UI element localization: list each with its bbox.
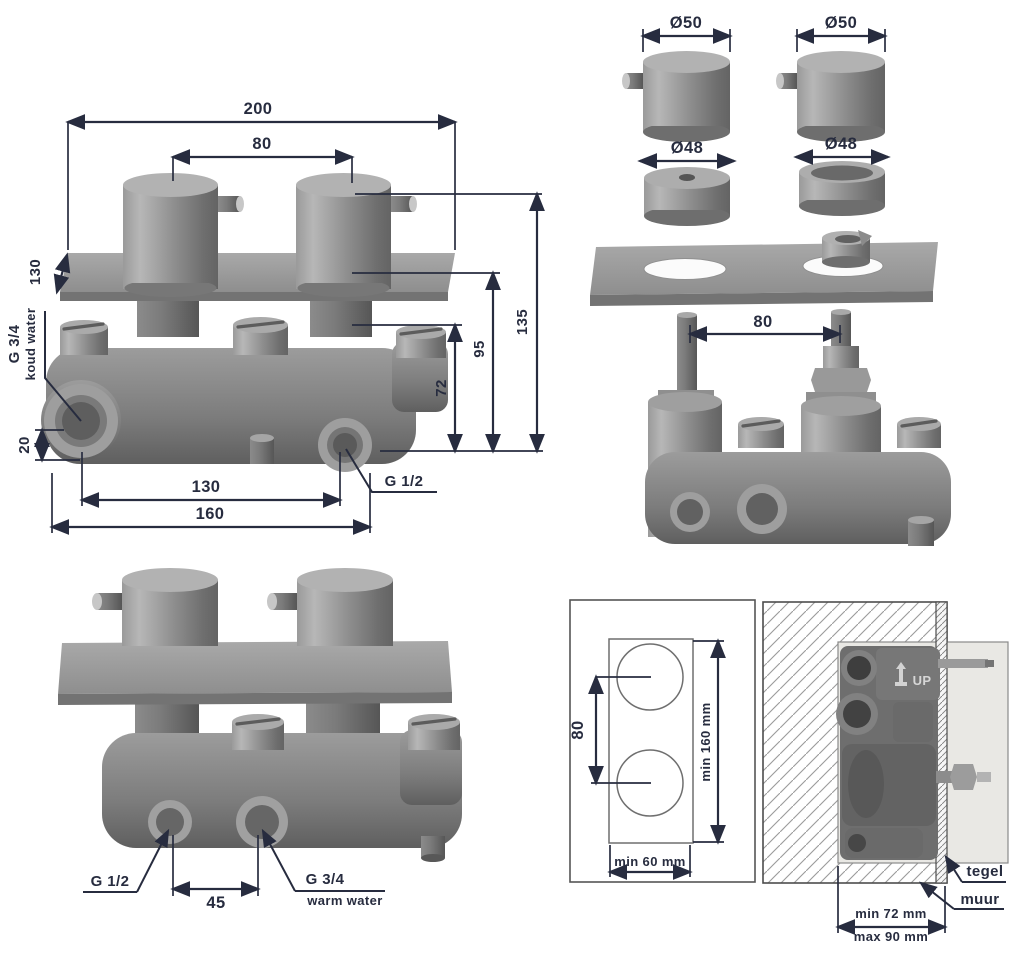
- valve-bolt: [936, 771, 954, 783]
- dim-port-spacing: 45: [206, 894, 225, 912]
- screw-boss: [232, 714, 284, 750]
- dim-plate-height: 95: [471, 340, 488, 358]
- view-exploded: Ø50 Ø50 Ø48: [590, 14, 951, 546]
- label-wall: muur: [960, 891, 999, 908]
- dim-hole-spacing: 80: [569, 720, 587, 739]
- screw-boss: [60, 320, 108, 355]
- view-wall-section: UP tegel muur min 72 mm max 90 mm: [762, 601, 1009, 944]
- handle-pin: [626, 73, 643, 89]
- up-arrow-icon: [895, 662, 907, 686]
- dim-handle1-diameter: Ø50: [670, 14, 702, 32]
- screw-boss: [233, 317, 288, 355]
- handle-pin: [391, 196, 413, 212]
- handle-right: [267, 568, 393, 646]
- dim-depth-max: max 90 mm: [854, 929, 928, 944]
- dim-min-height: min 160 mm: [698, 702, 713, 781]
- handle-pin: [780, 73, 797, 89]
- trim-plate: [58, 641, 452, 705]
- handle-pin: [97, 593, 122, 610]
- exploded-plate: [590, 242, 938, 306]
- inlet-port-warm: [236, 796, 288, 848]
- outlet-port: [318, 418, 372, 472]
- screw-boss: [738, 417, 784, 448]
- dim-total-height: 135: [514, 309, 531, 335]
- template-outer: [569, 599, 756, 883]
- outlet-port: [148, 800, 192, 844]
- handle-left: [92, 568, 218, 646]
- exploded-handle-right: [776, 51, 885, 142]
- screw-boss: [408, 714, 460, 750]
- valve-stem: [938, 659, 988, 668]
- view-assembled-render: G 1/2 45 G 3/4 warm water: [58, 568, 462, 912]
- wall-section-labels: tegel muur min 72 mm max 90 mm: [835, 854, 1006, 944]
- mid-port: [250, 434, 274, 464]
- exploded-valve-body: [645, 309, 951, 546]
- dim-stem-height: 72: [433, 379, 450, 397]
- dim-port-drop: 20: [16, 436, 33, 454]
- handle-right: [296, 173, 417, 297]
- screw-boss: [396, 325, 446, 358]
- view-drill-template: 80 min 160 mm min 60 mm: [569, 599, 756, 883]
- up-block: [876, 648, 940, 700]
- dim-total-width: 200: [244, 100, 273, 118]
- cartridge-stem: [677, 315, 697, 397]
- label-cold-inlet-text: koud water: [23, 308, 38, 381]
- dim-plate-depth: 130: [27, 259, 44, 285]
- rough-in-valve-photo: UP: [836, 646, 994, 860]
- handle-pin: [272, 593, 297, 610]
- label-outlet-size: G 1/2: [91, 873, 130, 890]
- dim-handle-spacing: 80: [252, 135, 271, 153]
- view-front-dimensioned: 200 80 130 G 3/4 koud water 20 130: [6, 100, 545, 535]
- dim-port-spacing: 130: [192, 478, 221, 496]
- exploded-handle-left: [622, 51, 730, 142]
- exploded-ring: [799, 161, 885, 216]
- render-view-labels: G 1/2 45 G 3/4 warm water: [83, 828, 385, 912]
- label-warm-inlet-size: G 3/4: [306, 871, 345, 888]
- up-marking: UP: [913, 673, 932, 688]
- exploded-spacer-ring: [822, 230, 872, 268]
- dim-body-width: 160: [196, 505, 225, 523]
- front-view-dimensions: 200 80 130 G 3/4 koud water 20 130: [6, 100, 545, 535]
- template-inner: [608, 638, 694, 844]
- exploded-cap: [644, 167, 730, 226]
- valve-body-render: [41, 173, 455, 472]
- dim-depth-min: min 72 mm: [855, 906, 927, 921]
- dim-ring1-diameter: Ø48: [671, 139, 703, 157]
- screw-boss: [897, 417, 941, 448]
- assembled-body: [102, 700, 462, 862]
- dim-min-width: min 60 mm: [614, 854, 686, 869]
- trim-plate: [60, 253, 455, 301]
- label-outlet-size: G 1/2: [385, 473, 424, 490]
- dim-stem-spacing: 80: [753, 313, 772, 331]
- cartridge-stem: [831, 312, 851, 348]
- label-cold-inlet-size: G 3/4: [6, 324, 23, 363]
- handle-pin: [218, 196, 240, 212]
- dim-handle2-diameter: Ø50: [825, 14, 857, 32]
- label-tile: tegel: [966, 863, 1003, 880]
- handle-left: [123, 173, 244, 297]
- label-warm-inlet-text: warm water: [306, 893, 383, 908]
- dim-ring2-diameter: Ø48: [825, 135, 857, 153]
